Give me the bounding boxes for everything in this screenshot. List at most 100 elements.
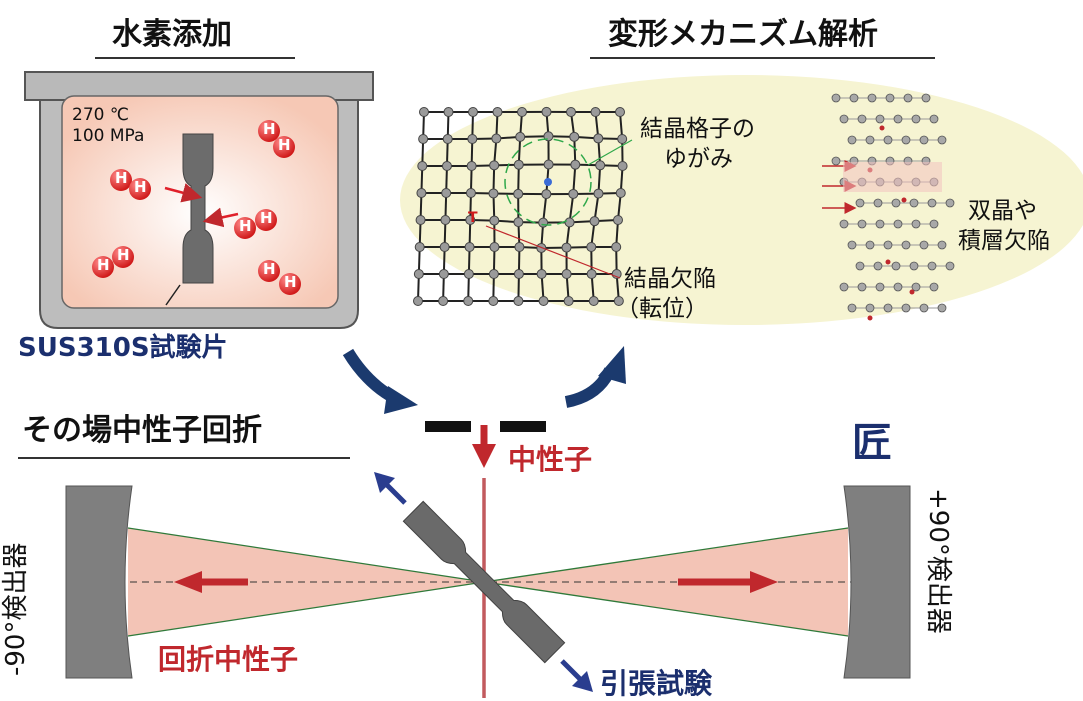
dislocation-symbol: T [468, 210, 478, 226]
tensile-test-label: 引張試験 [600, 667, 713, 700]
distortion-label-2: ゆがみ [664, 146, 733, 172]
twin-atom [839, 219, 849, 229]
lattice-atom [588, 296, 599, 306]
lattice-atom [536, 269, 547, 279]
lattice-atom [566, 107, 576, 117]
specimen-label: SUS310S試験片 [18, 333, 228, 363]
hydrogen-atom-label: H [134, 178, 147, 196]
dislocation-label-1: 結晶欠陥 [624, 266, 716, 292]
distortion-circle [504, 138, 592, 226]
lattice-atom [463, 269, 474, 279]
lattice-atom [438, 269, 449, 279]
lattice-atom [589, 216, 600, 227]
twin-atom [865, 303, 875, 313]
twin-atom [909, 198, 919, 208]
lattice-atom [517, 107, 527, 117]
lattice-atom [489, 160, 500, 171]
twin-atom [937, 240, 947, 250]
h2-molecule [258, 260, 301, 295]
distortion-label-1: 結晶格子の [640, 116, 755, 142]
twin-atom [867, 93, 877, 103]
hydrogen-atom-label: H [260, 209, 273, 227]
detector-left [65, 485, 133, 679]
diffraction-cone-right [484, 528, 848, 636]
hydrogen-entry-arrow [164, 183, 203, 203]
lattice-atom [515, 131, 526, 142]
hydrogen-atom-label: H [97, 256, 110, 274]
lattice-atom [564, 217, 575, 228]
lattice-atom [513, 188, 524, 199]
lattice-atom [466, 161, 477, 171]
twin-atom [855, 198, 865, 208]
twin-atom [927, 198, 937, 208]
twin-atom [929, 219, 939, 229]
slit-left [425, 421, 471, 432]
detector-right-label: +90°検出器 [923, 488, 953, 634]
hydrogen-atom-label: H [284, 273, 297, 291]
lattice-atom [465, 215, 476, 225]
lattice-atom [538, 296, 549, 306]
twin-atom [839, 114, 849, 124]
lattice-atom [561, 269, 572, 279]
twin-atom [831, 156, 841, 166]
lattice-atom [438, 296, 449, 306]
dislocation-label-2: （転位） [616, 296, 708, 322]
h2-molecule [110, 169, 151, 200]
twin-atom [847, 135, 857, 145]
lattice-atom [513, 217, 524, 228]
takumi-logo: 匠 [852, 419, 892, 466]
lattice-atom [413, 296, 423, 306]
lattice-atom [617, 134, 628, 144]
lattice-atom [419, 107, 429, 117]
h2-molecule [258, 120, 295, 158]
twin-defect-site [901, 197, 907, 203]
lattice-atom [613, 296, 624, 306]
lattice-atom [593, 133, 604, 144]
flow-arrow-head [598, 346, 626, 384]
twin-atom [893, 114, 903, 124]
twin-atom [875, 219, 885, 229]
twin-atom [873, 198, 883, 208]
lattice-atom [441, 161, 452, 171]
lattice-atom [586, 242, 597, 252]
twin-atom [847, 240, 857, 250]
lattice-atom [569, 131, 580, 142]
stacking-fault-band [843, 162, 942, 192]
lattice-atom [590, 107, 601, 117]
lattice-atom [513, 159, 524, 170]
crystal-lattice [413, 106, 628, 306]
lattice-atom [593, 188, 604, 199]
twin-atom [919, 240, 929, 250]
lattice-atom [441, 188, 452, 198]
twin-atom [911, 219, 921, 229]
twin-defect-site [879, 125, 885, 131]
tensile-arrow-up [384, 482, 407, 505]
lattice-atom [443, 107, 454, 117]
lattice-atom [541, 106, 552, 117]
twin-atom [875, 282, 885, 292]
lattice-atom [413, 269, 424, 279]
lattice-atom [538, 217, 549, 228]
twin-defect-site [885, 259, 891, 265]
lattice-atom [416, 188, 427, 198]
twin-atom [857, 114, 867, 124]
twin-atom [945, 198, 955, 208]
hydrogen-atom-label: H [239, 217, 252, 235]
h2-molecule [234, 209, 277, 239]
twin-atom [903, 93, 913, 103]
twin-atom [911, 282, 921, 292]
twin-atom [849, 93, 859, 103]
twin-atom [901, 135, 911, 145]
twin-atom [893, 282, 903, 292]
lattice-atom [488, 296, 499, 306]
twin-atom [945, 261, 955, 271]
lattice-atom [615, 107, 625, 117]
twin-atom [893, 219, 903, 229]
lattice-atom [440, 215, 451, 225]
lattice-atom [489, 215, 500, 226]
twin-atom [883, 135, 893, 145]
hydrogen-atom-label: H [263, 120, 276, 138]
hydrogen-atom-label: H [263, 260, 276, 278]
diffracted-neutron-label: 回折中性子 [158, 643, 299, 676]
